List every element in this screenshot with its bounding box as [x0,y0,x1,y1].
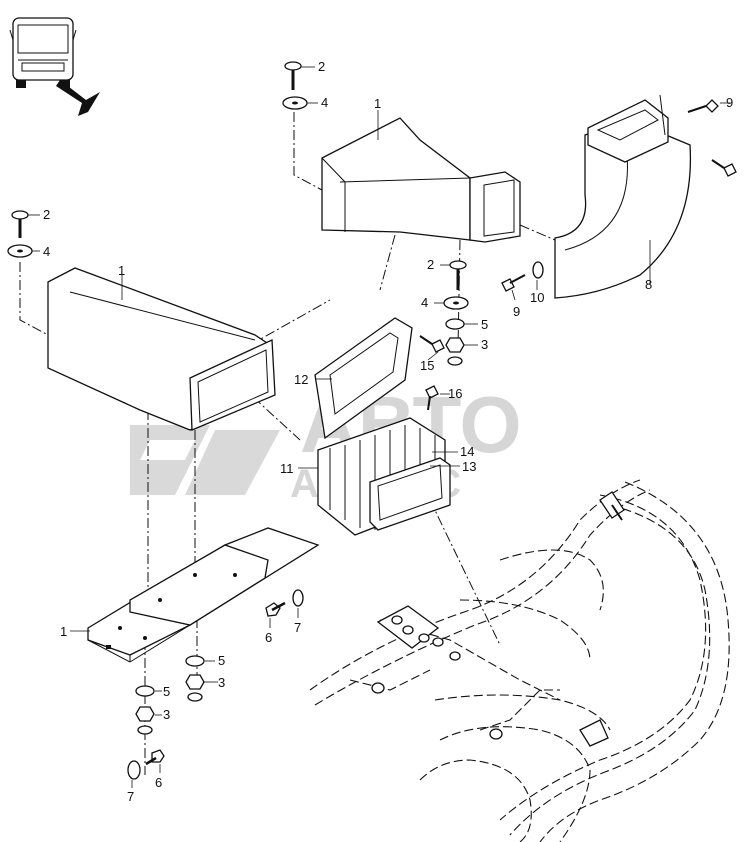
pointer-arrow-icon [56,80,100,116]
leader-lines [28,66,730,788]
callout-6: 6 [155,775,162,790]
callout-9: 9 [726,95,733,110]
callout-1: 1 [60,624,67,639]
callout-7: 7 [127,789,134,804]
nut-3-right [185,674,205,702]
callout-4: 4 [321,95,328,110]
washer-7-lower [127,760,141,780]
washer-10 [532,261,544,279]
callout-1: 1 [118,263,125,278]
callout-15: 15 [420,358,434,373]
callout-2: 2 [43,207,50,222]
callout-14: 14 [460,444,474,459]
bellows [317,417,451,536]
bolt-2-upper [284,61,302,90]
elbow-air-duct [554,94,692,299]
callout-4: 4 [421,295,428,310]
mounting-bracket [87,527,320,663]
callout-6: 6 [265,630,272,645]
washer-5-right [185,655,205,667]
seal-frame [314,317,413,440]
callout-8: 8 [645,277,652,292]
callout-5: 5 [163,684,170,699]
callout-10: 10 [530,290,544,305]
callout-2: 2 [427,257,434,272]
bolt-2-mid [449,260,467,290]
chassis-phantom [309,479,730,842]
callout-3: 3 [481,337,488,352]
screw-6-upper [265,601,286,617]
callout-2: 2 [318,59,325,74]
fasteners [7,61,737,780]
washer-5-left [135,685,155,697]
callout-1: 1 [374,96,381,111]
callout-11: 11 [280,461,294,476]
bus-front-icon [9,17,77,88]
callout-3: 3 [163,707,170,722]
screw-15 [419,335,445,353]
callout-4: 4 [43,244,50,259]
callout-5: 5 [218,653,225,668]
callout-16: 16 [448,386,462,401]
washer-5-mid [445,318,465,330]
upper-air-duct [321,117,521,243]
bolt-2-left [11,210,29,238]
callout-3: 3 [218,675,225,690]
watermark-logo [130,425,280,495]
callout-12: 12 [294,372,308,387]
washer-7-upper [292,589,304,607]
callout-9: 9 [513,304,520,319]
callout-5: 5 [481,317,488,332]
nut-3-left [135,706,155,735]
callout-13: 13 [462,459,476,474]
callout-7: 7 [294,620,301,635]
screw-16 [425,385,439,411]
left-air-duct [47,267,276,431]
screw-6-lower [145,749,165,766]
screw-9-upper [687,99,719,113]
screw-9-lower [711,159,737,177]
nut-3-mid [445,337,465,366]
screw-9-mid [501,274,526,292]
callout-labels: 2 4 1 2 4 1 2 4 5 3 8 10 9 9 12 15 16 14… [43,59,733,804]
